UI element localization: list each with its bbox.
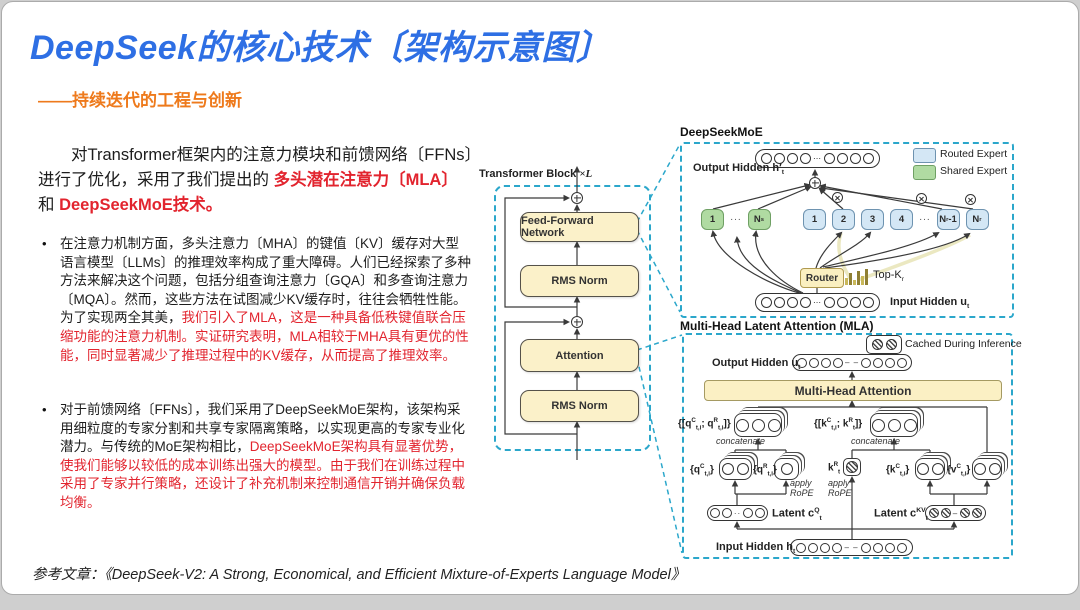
add-icon bbox=[809, 177, 821, 189]
rms-norm-box-1: RMS Norm bbox=[520, 265, 639, 297]
mla-title: Multi-Head Latent Attention (MLA) bbox=[680, 319, 874, 333]
topk-label: Top-Kr bbox=[873, 269, 905, 284]
cache-legend-label: Cached During Inference bbox=[905, 338, 1022, 350]
bullet-marker: • bbox=[42, 402, 47, 417]
transformer-block-panel bbox=[494, 185, 651, 451]
mla-panel bbox=[682, 333, 1013, 559]
moe-title: DeepSeekMoE bbox=[680, 125, 763, 139]
add-icon bbox=[571, 192, 583, 204]
k-concat-stack bbox=[870, 413, 918, 437]
reference-text: 参考文章：《DeepSeek-V2: A Strong, Economical,… bbox=[32, 567, 686, 583]
bullet-item: • 对于前馈网络〔FFNs〕，我们采用了DeepSeekMoE架构，该架构采用细… bbox=[38, 401, 472, 513]
legend-shared-swatch bbox=[913, 165, 936, 180]
mla-input-label: Input Hidden ht bbox=[716, 541, 796, 556]
bullet-text: 在注意力机制方面，多头注意力〔MHA〕的键值〔KV〕缓存对大型语言模型〔LLMs… bbox=[60, 236, 472, 363]
transformer-block-label: Transformer Block ×L bbox=[479, 168, 593, 180]
legend-routed-swatch bbox=[913, 148, 936, 163]
latent-q-label: Latent cQt bbox=[772, 507, 822, 522]
intro-paragraph: 对Transformer框架内的注意力模块和前馈网络〔FFNs〕进行了优化，采用… bbox=[38, 146, 473, 214]
topk-histogram-icon bbox=[845, 267, 869, 285]
slide-card: DeepSeek的核心技术〔架构示意图〕 ——持续迭代的工程与创新 对Trans… bbox=[1, 1, 1079, 595]
rms-norm-box-2: RMS Norm bbox=[520, 390, 639, 422]
latent-kv-row: – bbox=[925, 505, 986, 521]
v-c-stack bbox=[972, 458, 1002, 480]
cache-legend bbox=[866, 335, 902, 354]
expert-box: 1 bbox=[701, 209, 724, 230]
moe-output-row: ⋯ bbox=[755, 149, 880, 168]
bullet-item: • 在注意力机制方面，多头注意力〔MHA〕的键值〔KV〕缓存对大型语言模型〔LL… bbox=[38, 235, 472, 365]
expert-box: 1 bbox=[803, 209, 826, 230]
legend-shared-label: Shared Expert bbox=[940, 165, 1008, 177]
k-c-label: {kCt,i} bbox=[886, 463, 910, 478]
apply-rope-label: apply RoPE bbox=[828, 478, 852, 498]
expert-box: 3 bbox=[861, 209, 884, 230]
concatenate-label: concatenate bbox=[716, 436, 766, 446]
bullet-text: 对于前馈网络〔FFNs〕，我们采用了DeepSeekMoE架构，该架构采用细粒度… bbox=[60, 402, 465, 510]
expert-box: 4 bbox=[890, 209, 913, 230]
moe-input-label: Input Hidden ut bbox=[890, 296, 970, 311]
q-c-label: {qCt,i} bbox=[690, 463, 714, 478]
moe-output-label: Output Hidden h′t bbox=[693, 162, 785, 177]
legend-routed-label: Routed Expert bbox=[940, 148, 1008, 160]
k-c-stack bbox=[915, 458, 945, 480]
concatenate-label: concatenate bbox=[851, 436, 901, 446]
router-box: Router bbox=[800, 268, 844, 288]
latent-q-row: ·· bbox=[707, 505, 768, 521]
experts-ellipsis: ··· bbox=[730, 214, 742, 225]
q-c-stack bbox=[719, 458, 752, 480]
page-title: DeepSeek的核心技术〔架构示意图〕 bbox=[30, 29, 611, 67]
mla-input-row: – – bbox=[790, 539, 913, 556]
mla-output-label: Output Hidden ut bbox=[712, 357, 801, 372]
k-r-label: kRt bbox=[828, 461, 841, 476]
moe-input-row: ⋯ bbox=[755, 293, 880, 312]
add-icon bbox=[571, 316, 583, 328]
mha-box: Multi-Head Attention bbox=[704, 380, 1002, 401]
moe-panel bbox=[680, 142, 1014, 318]
latent-kv-label: Latent cKVt bbox=[874, 507, 928, 522]
subtitle: ——持续迭代的工程与创新 bbox=[38, 91, 242, 110]
bullet-marker: • bbox=[42, 236, 47, 251]
q-r-stack bbox=[774, 458, 799, 480]
q-concat-stack bbox=[734, 413, 782, 437]
k-r-box bbox=[843, 458, 861, 476]
ffn-box: Feed-Forward Network bbox=[520, 212, 639, 242]
mla-output-row: – – bbox=[792, 354, 912, 371]
wires-svg bbox=[504, 143, 991, 554]
k-concat-label: {[kCt,i; kRt]} bbox=[814, 417, 863, 432]
expert-box: 2 bbox=[832, 209, 855, 230]
apply-rope-label: apply RoPE bbox=[790, 478, 814, 498]
q-concat-label: {[qCt,i; qRt,i]} bbox=[678, 417, 731, 432]
attention-box: Attention bbox=[520, 339, 639, 372]
experts-ellipsis: ··· bbox=[919, 214, 931, 225]
q-r-label: {qRt,i} bbox=[753, 463, 777, 478]
v-c-label: {vCt,i} bbox=[947, 463, 971, 478]
